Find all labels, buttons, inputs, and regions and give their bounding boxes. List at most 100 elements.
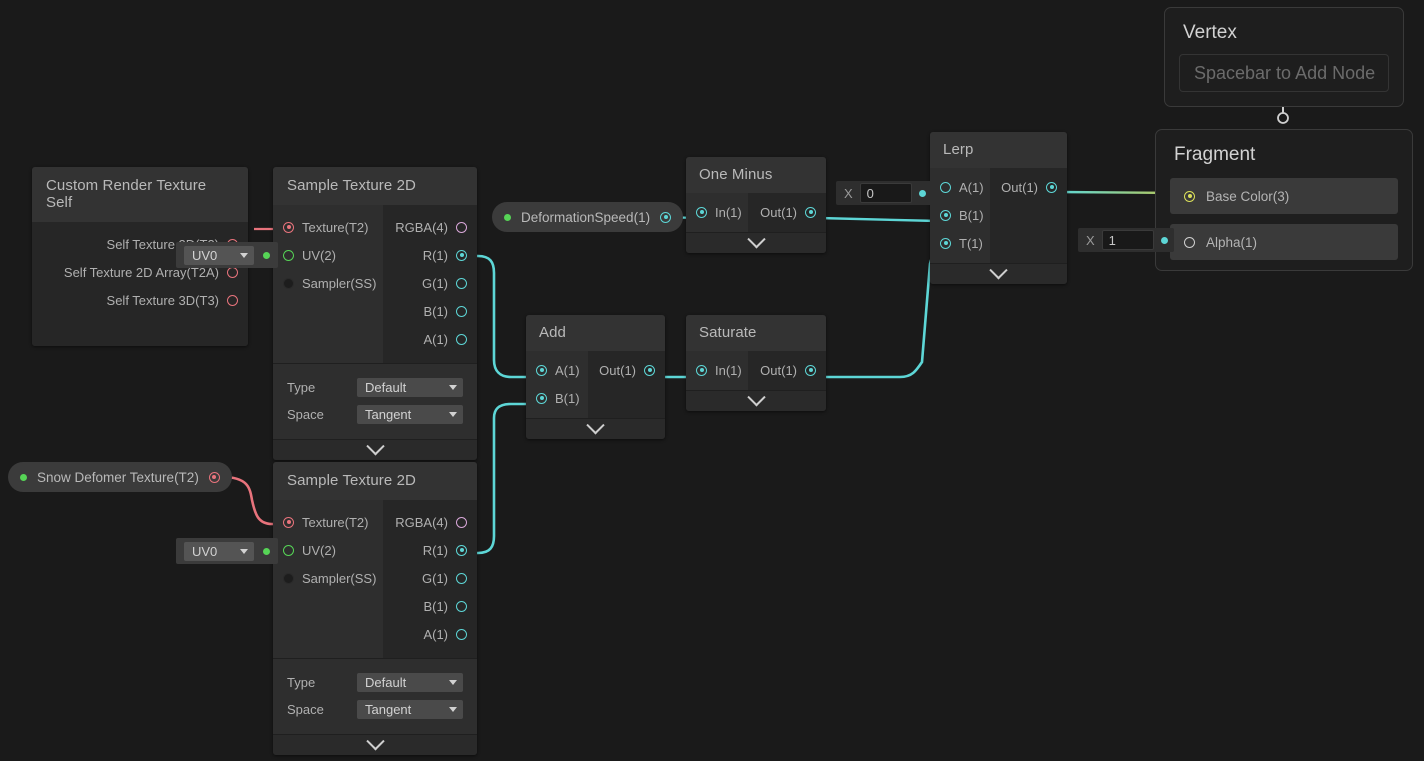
collapse-bar[interactable] [686,387,826,411]
output-port-b[interactable] [456,600,467,612]
output-port-self-texture-2d-array[interactable] [227,266,238,278]
node-saturate[interactable]: Saturate In(1) Out(1) [686,315,826,411]
input-port-in[interactable] [696,206,707,218]
property-deformation-speed[interactable]: DeformationSpeed(1) [492,202,684,232]
uv-dropdown-top[interactable]: UV0 [184,245,254,265]
input-port-in[interactable] [696,364,707,376]
vertex-add-node-hint[interactable]: Spacebar to Add Node [1179,54,1389,92]
float-input-lerp-a[interactable]: X 0 [836,181,932,205]
output-port-rgba[interactable] [456,221,467,233]
uv-channel-widget-bottom[interactable]: UV0 [176,538,278,564]
input-port-alpha[interactable] [1184,236,1195,248]
setting-space[interactable]: Space Tangent [287,697,463,721]
input-port-b[interactable] [536,392,547,404]
port-row-out[interactable]: Out(1) [990,173,1067,201]
output-port-g[interactable] [456,572,467,584]
node-sample-texture-2d-top[interactable]: Sample Texture 2D Texture(T2) UV(2) Samp… [273,167,477,460]
port-row-uv[interactable]: UV(2) [273,536,383,564]
master-node-vertex[interactable]: Vertex Spacebar to Add Node [1164,7,1404,107]
port-row-out[interactable]: Out(1) [588,356,665,384]
input-port-texture[interactable] [283,516,294,528]
input-port-a[interactable] [536,364,547,376]
input-port-b[interactable] [940,209,951,221]
port-row-in[interactable]: In(1) [686,198,748,226]
master-slot-alpha[interactable]: Alpha(1) [1170,224,1398,260]
port-row-in[interactable]: In(1) [686,356,748,384]
port-row-rgba[interactable]: RGBA(4) [383,508,477,536]
output-port-self-texture-3d[interactable] [227,294,238,306]
node-custom-render-texture-self[interactable]: Custom Render Texture Self Self Texture … [32,167,248,346]
property-output-port[interactable] [660,211,672,223]
output-port-b[interactable] [456,305,467,317]
uv-dropdown-bottom[interactable]: UV0 [184,541,254,561]
uv-output-dot-top[interactable] [263,251,270,259]
port-row-b[interactable]: B(1) [383,592,477,620]
node-sample-texture-2d-bottom[interactable]: Sample Texture 2D Texture(T2) UV(2) Samp… [273,462,477,755]
node-lerp[interactable]: Lerp A(1) B(1) T(1) Out(1) [930,132,1067,284]
port-row-sampler[interactable]: Sampler(SS) [273,269,383,297]
input-port-sampler[interactable] [283,572,294,584]
output-port-out[interactable] [805,206,816,218]
setting-type[interactable]: Type Default [287,375,463,399]
port-row-texture[interactable]: Texture(T2) [273,213,383,241]
output-port-g[interactable] [456,277,467,289]
node-add[interactable]: Add A(1) B(1) Out(1) [526,315,665,439]
port-row-self-texture-3d[interactable]: Self Texture 3D(T3) [32,286,248,314]
type-dropdown[interactable]: Default [357,672,463,692]
port-row-r[interactable]: R(1) [383,241,477,269]
port-row-out[interactable]: Out(1) [748,198,826,226]
port-row-a[interactable]: A(1) [526,356,588,384]
port-row-rgba[interactable]: RGBA(4) [383,213,477,241]
port-row-uv[interactable]: UV(2) [273,241,383,269]
space-dropdown[interactable]: Tangent [357,404,463,424]
setting-type[interactable]: Type Default [287,670,463,694]
port-row-b[interactable]: B(1) [526,384,588,412]
port-row-a[interactable]: A(1) [930,173,990,201]
float-value-field[interactable]: 1 [1101,230,1154,250]
port-row-r[interactable]: R(1) [383,536,477,564]
input-port-base-color[interactable] [1184,190,1195,202]
uv-output-dot-bottom[interactable] [263,547,270,555]
collapse-bar[interactable] [32,326,248,346]
port-row-a[interactable]: A(1) [383,325,477,353]
port-row-a[interactable]: A(1) [383,620,477,648]
collapse-bar[interactable] [273,436,477,460]
output-port-rgba[interactable] [456,516,467,528]
type-dropdown[interactable]: Default [357,377,463,397]
master-node-fragment[interactable]: Fragment Base Color(3) Alpha(1) [1155,129,1413,271]
output-port-out[interactable] [805,364,816,376]
float-output-dot[interactable] [918,189,926,197]
node-one-minus[interactable]: One Minus In(1) Out(1) [686,157,826,253]
port-row-out[interactable]: Out(1) [748,356,826,384]
property-snow-deformer-texture[interactable]: Snow Defomer Texture(T2) [8,462,232,492]
port-row-t[interactable]: T(1) [930,229,990,257]
collapse-bar[interactable] [686,229,826,253]
input-port-sampler[interactable] [283,277,294,289]
property-output-port[interactable] [208,471,220,483]
collapse-bar[interactable] [930,260,1067,284]
setting-space[interactable]: Space Tangent [287,402,463,426]
float-output-dot[interactable] [1160,236,1168,244]
port-row-texture[interactable]: Texture(T2) [273,508,383,536]
output-port-out[interactable] [644,364,655,376]
space-dropdown[interactable]: Tangent [357,699,463,719]
port-row-b[interactable]: B(1) [930,201,990,229]
input-port-uv[interactable] [283,544,294,556]
output-port-out[interactable] [1046,181,1057,193]
input-port-texture[interactable] [283,221,294,233]
port-row-g[interactable]: G(1) [383,269,477,297]
input-port-uv[interactable] [283,249,294,261]
collapse-bar[interactable] [273,731,477,755]
collapse-bar[interactable] [526,415,665,439]
output-port-a[interactable] [456,628,467,640]
uv-channel-widget-top[interactable]: UV0 [176,242,278,268]
port-row-b[interactable]: B(1) [383,297,477,325]
output-port-r[interactable] [456,249,467,261]
port-row-g[interactable]: G(1) [383,564,477,592]
port-row-sampler[interactable]: Sampler(SS) [273,564,383,592]
float-input-alpha[interactable]: X 1 [1078,228,1174,252]
input-port-a[interactable] [940,181,951,193]
master-slot-base-color[interactable]: Base Color(3) [1170,178,1398,214]
input-port-t[interactable] [940,237,951,249]
